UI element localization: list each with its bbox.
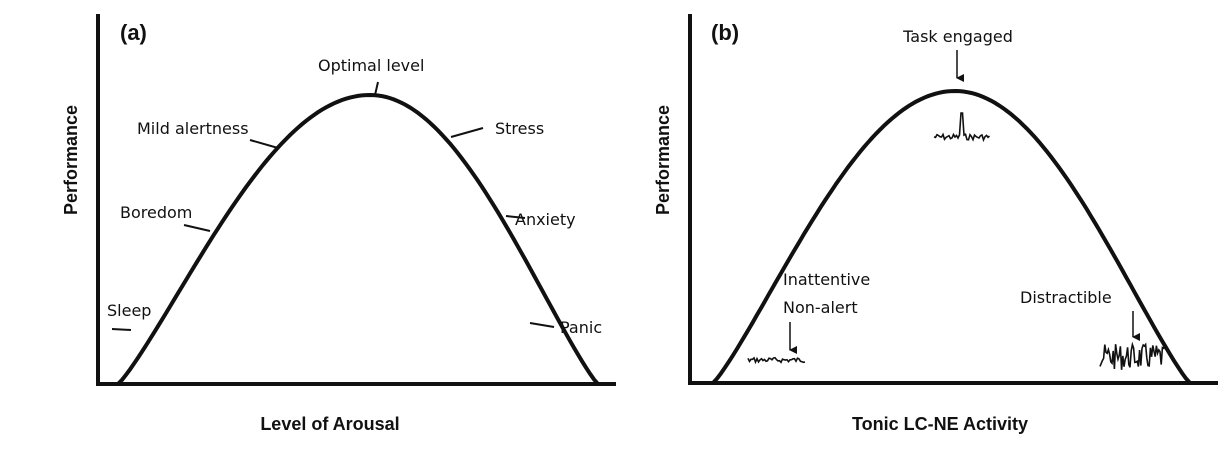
panel-a-tag: (a) [120, 20, 147, 45]
signal-inattentive [747, 356, 806, 365]
panel-a-xlabel: Level of Arousal [260, 414, 399, 434]
tick-mild-alertness [249, 139, 279, 149]
panel-a-curve [116, 92, 600, 386]
label-sleep: Sleep [107, 301, 151, 320]
label-anxiety: Anxiety [515, 210, 576, 229]
label-panic: Panic [560, 318, 602, 337]
panel-a: (a) Performance Level of Arousal Sleep B… [61, 14, 616, 434]
panel-b-ylabel: Performance [653, 105, 673, 215]
label-non-alert: Non-alert [783, 298, 858, 317]
tick-panic [529, 322, 555, 328]
signal-distractible [1099, 341, 1166, 370]
label-inattentive: Inattentive [783, 270, 870, 289]
label-boredom: Boredom [120, 203, 192, 222]
tick-sleep [111, 328, 132, 331]
panel-b-curve [711, 88, 1192, 385]
panel-a-ylabel: Performance [61, 105, 81, 215]
label-distractible: Distractible [1020, 288, 1112, 307]
tick-boredom [183, 224, 211, 232]
tick-anxiety [505, 215, 526, 219]
tick-stress [450, 127, 484, 138]
label-optimal-level: Optimal level [318, 56, 424, 75]
tick-optimal-level [374, 81, 379, 96]
panel-b: (b) Performance Tonic LC-NE Activity Tas… [653, 14, 1218, 434]
label-task-engaged: Task engaged [902, 27, 1013, 46]
signal-task-engaged [933, 112, 991, 143]
panel-b-tag: (b) [711, 20, 739, 45]
label-stress: Stress [495, 119, 544, 138]
panel-b-xlabel: Tonic LC-NE Activity [852, 414, 1028, 434]
label-mild-alertness: Mild alertness [137, 119, 249, 138]
